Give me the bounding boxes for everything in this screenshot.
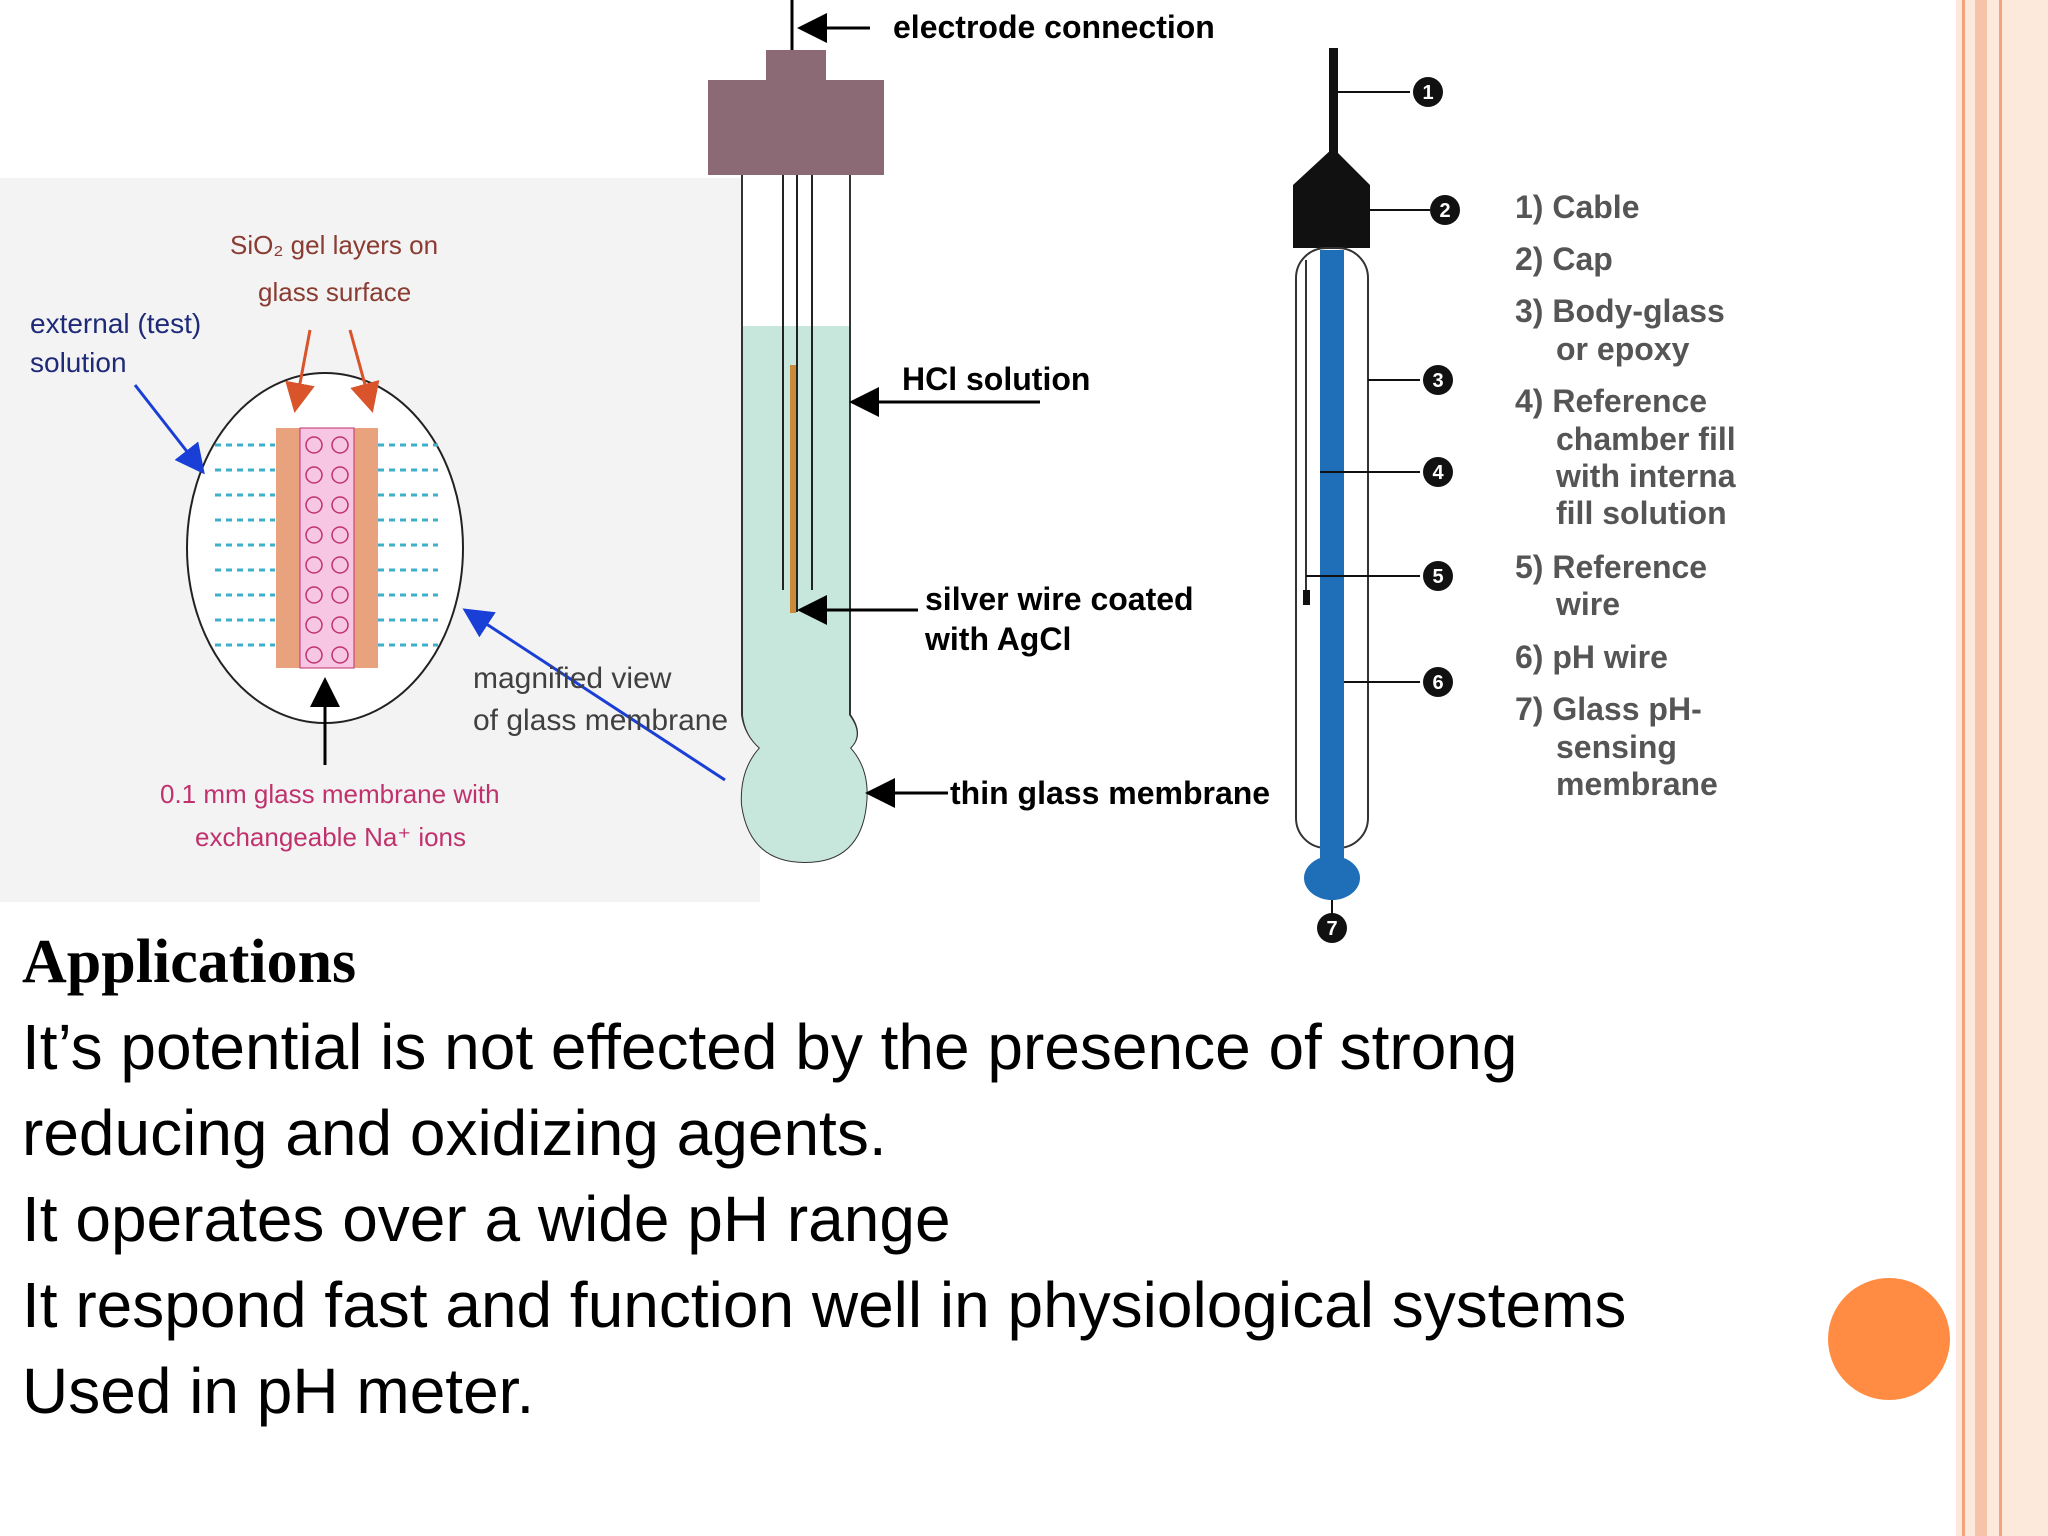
membrane-magnified-view: SiO₂ gel layers on glass surface externa… bbox=[0, 178, 760, 902]
membrane-bottom-label-1: 0.1 mm glass membrane with bbox=[160, 779, 500, 809]
electrode-cap bbox=[708, 80, 884, 175]
glass-membrane-pattern bbox=[305, 436, 349, 664]
probe-marker-3: 3 bbox=[1423, 365, 1453, 395]
external-solution-label-2: solution bbox=[30, 347, 127, 378]
probe-marker-4: 4 bbox=[1423, 457, 1453, 487]
probe-cable bbox=[1329, 48, 1338, 173]
hcl-solution-fill bbox=[741, 326, 867, 862]
legend-item: 4) Reference bbox=[1515, 383, 1707, 419]
svg-text:2: 2 bbox=[1439, 200, 1450, 222]
legend-item: chamber fill bbox=[1556, 421, 1736, 457]
svg-text:7: 7 bbox=[1326, 918, 1337, 940]
legend-item: fill solution bbox=[1556, 495, 1727, 531]
right-border bbox=[1956, 0, 2048, 1536]
probe-marker-1: 1 bbox=[1413, 77, 1443, 107]
accent-circle bbox=[1828, 1278, 1950, 1400]
magnified-view-label-2: of glass membrane bbox=[473, 704, 728, 737]
thin-glass-membrane-label: thin glass membrane bbox=[950, 775, 1270, 811]
legend-item: 5) Reference bbox=[1515, 549, 1707, 585]
gel-label-1: SiO₂ gel layers on bbox=[230, 230, 438, 260]
applications-heading: Applications bbox=[22, 928, 357, 996]
legend-item: membrane bbox=[1556, 766, 1718, 802]
application-line: Used in pH meter. bbox=[22, 1355, 535, 1427]
ph-probe: 1 2 3 4 5 6 7 1) Cable 2) Cap 3) Body-gl… bbox=[1293, 48, 1736, 943]
silver-wire-label-1: silver wire coated bbox=[925, 581, 1194, 617]
gel-label-2: glass surface bbox=[258, 277, 411, 307]
hcl-solution-label: HCl solution bbox=[902, 361, 1090, 397]
test-solution-dashes bbox=[215, 443, 438, 647]
external-solution-arrow bbox=[133, 384, 205, 475]
electrode-cap-top bbox=[766, 50, 826, 84]
gel-layer-left bbox=[276, 428, 300, 668]
gel-arrow-right bbox=[348, 329, 380, 413]
legend-item: sensing bbox=[1556, 729, 1677, 765]
probe-legend: 1) Cable 2) Cap 3) Body-glass or epoxy 4… bbox=[1515, 189, 1736, 802]
legend-item: 6) pH wire bbox=[1515, 639, 1668, 675]
right-border-stripe bbox=[1999, 0, 2002, 1536]
magnified-view-label-1: magnified view bbox=[473, 662, 672, 695]
svg-text:3: 3 bbox=[1432, 370, 1443, 392]
application-line: It respond fast and function well in phy… bbox=[22, 1269, 1627, 1341]
probe-marker-7: 7 bbox=[1317, 913, 1347, 943]
probe-ph-wire bbox=[1320, 250, 1344, 870]
gel-layer-right bbox=[354, 428, 378, 668]
right-border-stripe bbox=[1962, 0, 1965, 1536]
membrane-bottom-label-2: exchangeable Na⁺ ions bbox=[195, 822, 466, 852]
glass-membrane-layer bbox=[299, 427, 355, 669]
legend-item: 2) Cap bbox=[1515, 241, 1613, 277]
application-line: It operates over a wide pH range bbox=[22, 1183, 951, 1255]
probe-marker-5: 5 bbox=[1423, 561, 1453, 591]
gel-arrow-left bbox=[285, 329, 315, 413]
svg-text:6: 6 bbox=[1432, 672, 1443, 694]
magnified-view-arrow bbox=[462, 608, 726, 782]
legend-item: with interna bbox=[1555, 458, 1736, 494]
svg-text:1: 1 bbox=[1422, 82, 1433, 104]
legend-item: 1) Cable bbox=[1515, 189, 1639, 225]
legend-item: wire bbox=[1555, 586, 1620, 622]
probe-cap bbox=[1293, 148, 1370, 248]
electrode-connection-label: electrode connection bbox=[893, 9, 1215, 45]
svg-text:4: 4 bbox=[1432, 462, 1444, 484]
probe-glass-membrane bbox=[1304, 856, 1360, 900]
right-border-stripe bbox=[1975, 0, 1987, 1536]
electrode-diagram: SiO₂ gel layers on glass surface externa… bbox=[0, 0, 1736, 943]
probe-marker-6: 6 bbox=[1423, 667, 1453, 697]
silver-wire bbox=[790, 365, 796, 613]
applications-section: Applications It’s potential is not effec… bbox=[22, 920, 1822, 1434]
legend-item: 7) Glass pH- bbox=[1515, 691, 1702, 727]
glass-electrode: electrode connection HCl solution silver… bbox=[708, 0, 1270, 864]
legend-item: or epoxy bbox=[1556, 331, 1690, 367]
probe-marker-2: 2 bbox=[1430, 195, 1460, 225]
silver-wire-label-2: with AgCl bbox=[924, 621, 1071, 657]
application-line: It’s potential is not effected by the pr… bbox=[22, 1011, 1518, 1083]
external-solution-label-1: external (test) bbox=[30, 308, 201, 339]
svg-text:5: 5 bbox=[1432, 566, 1443, 588]
probe-reference-junction bbox=[1303, 590, 1310, 605]
application-line: reducing and oxidizing agents. bbox=[22, 1097, 887, 1169]
legend-item: 3) Body-glass bbox=[1515, 293, 1725, 329]
